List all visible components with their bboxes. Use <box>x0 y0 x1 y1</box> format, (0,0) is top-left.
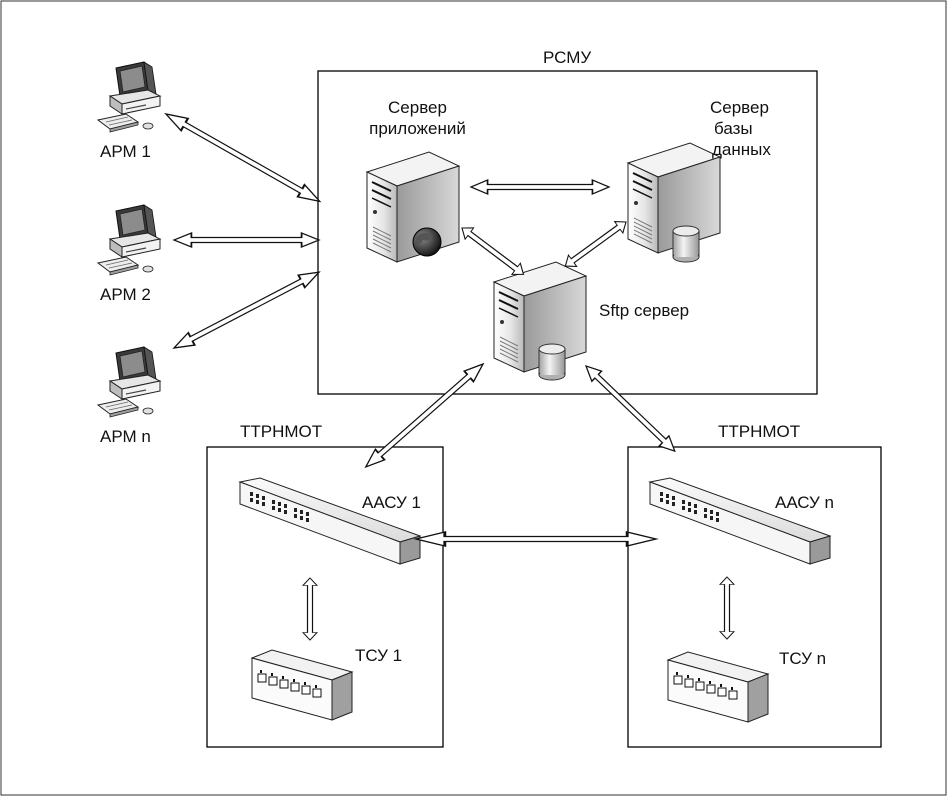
aasu-label-1: ААСУ 1 <box>362 493 421 512</box>
tsu-label-1: ТСУ 1 <box>355 646 403 665</box>
site-title-2: ТТРНМОТ <box>718 422 801 441</box>
site-box-1 <box>206 446 444 748</box>
workstation-label-1: АРМ 1 <box>100 142 151 161</box>
db-server-label-line1: Сервер <box>710 98 769 117</box>
app-server-label-line2: приложений <box>369 119 466 138</box>
database-cylinder-icon <box>538 343 566 381</box>
workstation-label-2: АРМ 2 <box>100 285 151 304</box>
app-server-label: Сервер приложений <box>360 97 475 139</box>
rsmu-box <box>317 70 818 395</box>
sftp-server-label: Sftp сервер <box>599 301 690 320</box>
site-box-2 <box>627 446 882 748</box>
tsu-label-n: ТСУ n <box>779 649 827 668</box>
db-server-label-line3: данных <box>712 140 771 159</box>
db-server-label-line2: базы <box>714 119 753 138</box>
app-server-label-line1: Сервер <box>388 98 447 117</box>
db-server-label: Сервер базы данных <box>710 97 771 160</box>
aasu-label-n: ААСУ n <box>775 493 834 512</box>
workstation-label-n: АРМ n <box>100 427 151 446</box>
site-title-1: ТТРНМОТ <box>240 422 323 441</box>
rsmu-title: РСМУ <box>543 48 592 67</box>
database-cylinder-icon <box>672 225 700 263</box>
